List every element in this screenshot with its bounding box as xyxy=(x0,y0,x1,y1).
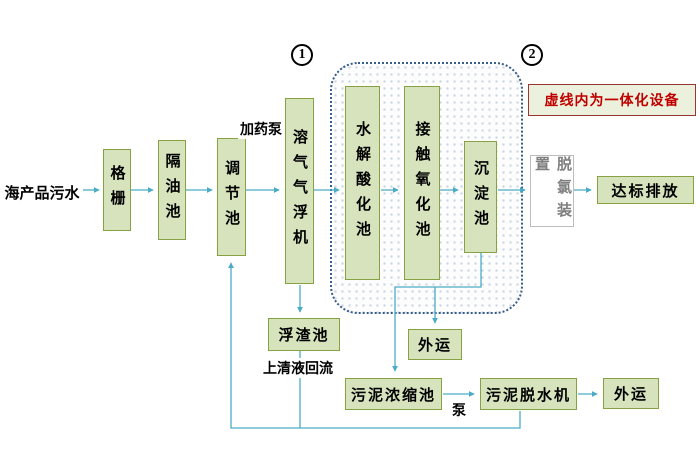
node-regulating-tank: 调节池 xyxy=(217,138,246,256)
node-dechlorination-unit: 脱氯装置 xyxy=(530,155,574,227)
node-grid: 格栅 xyxy=(103,149,131,231)
supernatant-return-label: 上清液回流 xyxy=(261,358,335,378)
marker-2-circled-number: 2 xyxy=(521,44,543,66)
node-dissolved-air-flotation: 溶气气浮机 xyxy=(285,98,314,284)
marker-1-circled-number: 1 xyxy=(291,44,313,66)
node-oil-separation-tank: 隔油池 xyxy=(158,140,186,240)
node-discharge: 达标排放 xyxy=(597,176,694,204)
source-water-label: 海产品污水 xyxy=(4,185,80,202)
node-haul-out-bottom: 外运 xyxy=(603,378,659,409)
node-scum-tank: 浮渣池 xyxy=(268,318,340,351)
dosing-pump-label: 加药泵 xyxy=(238,119,284,139)
node-contact-oxidation-tank: 接触氧化池 xyxy=(404,86,440,280)
node-sedimentation-tank: 沉淀池 xyxy=(464,141,497,253)
legend-note-box: 虚线内为一体化设备 xyxy=(528,84,696,116)
node-sludge-dewatering-machine: 污泥脱水机 xyxy=(480,378,577,410)
node-sludge-thickening-tank: 污泥浓缩池 xyxy=(345,378,442,410)
pump-label: 泵 xyxy=(450,400,468,420)
node-hydrolysis-acidification-tank: 水解酸化池 xyxy=(345,86,380,280)
node-haul-out-top: 外运 xyxy=(408,329,462,360)
